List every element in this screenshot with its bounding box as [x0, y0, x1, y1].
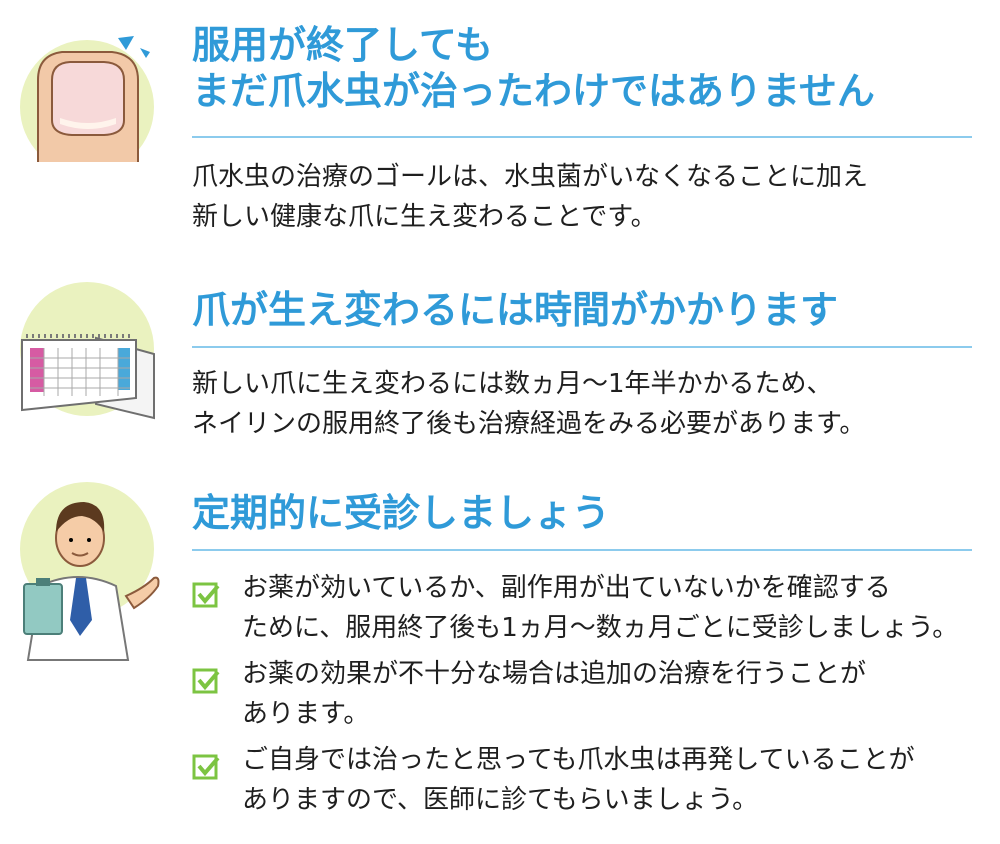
checklist-item: お薬が効いているか、副作用が出ていないかを確認する ために、服用終了後も1ヵ月〜… — [192, 568, 982, 652]
fingernail-icon — [20, 36, 155, 192]
checklist-item-line2: あります。 — [242, 699, 370, 729]
section2-body: 新しい爪に生え変わるには数ヵ月〜1年半かかるため、 ネイリンの服用終了後も治療経… — [192, 364, 865, 444]
section2-heading: 爪が生え変わるには時間がかかります — [192, 288, 839, 332]
checklist-item-line2: ありますので、医師に診てもらいましょう。 — [242, 785, 759, 815]
checkbox-icon — [192, 668, 220, 694]
checklist-item-line1: ご自身では治ったと思っても爪水虫は再発していることが — [242, 745, 915, 775]
section2-body-line1: 新しい爪に生え変わるには数ヵ月〜1年半かかるため、 — [192, 369, 833, 399]
checklist-item: ご自身では治ったと思っても爪水虫は再発していることが ありますので、医師に診ても… — [192, 740, 982, 824]
calendar-icon — [21, 334, 155, 420]
section-regrowth: 爪が生え変わるには時間がかかります 新しい爪に生え変わるには数ヵ月〜1年半かかる… — [0, 250, 1000, 460]
checklist-item-line2: ために、服用終了後も1ヵ月〜数ヵ月ごとに受診しましょう。 — [242, 613, 959, 643]
section1-heading: 服用が終了しても まだ爪水虫が治ったわけではありません — [192, 22, 875, 114]
checklist-item-line1: お薬の効果が不十分な場合は追加の治療を行うことが — [242, 659, 867, 689]
checkbox-icon — [192, 582, 220, 608]
checklist-item-text: お薬が効いているか、副作用が出ていないかを確認する ために、服用終了後も1ヵ月〜… — [242, 568, 958, 648]
checklist-item-text: お薬の効果が不十分な場合は追加の治療を行うことが あります。 — [242, 654, 866, 734]
section-regular-visits: 定期的に受診しましょう お薬が効いているか、副作用が出ていないかを確認する ため… — [0, 460, 1000, 844]
section1-body: 爪水虫の治療のゴールは、水虫菌がいなくなることに加え 新しい健康な爪に生え変わる… — [192, 157, 868, 237]
checklist-item-text: ご自身では治ったと思っても爪水虫は再発していることが ありますので、医師に診ても… — [242, 740, 915, 820]
section1-heading-rule — [192, 136, 972, 138]
section3-heading: 定期的に受診しましょう — [192, 491, 611, 535]
section1-heading-line2: まだ爪水虫が治ったわけではありません — [192, 69, 875, 113]
doctor-icon — [23, 502, 160, 661]
checklist-item-line1: お薬が効いているか、副作用が出ていないかを確認する — [242, 573, 891, 603]
section1-body-line1: 爪水虫の治療のゴールは、水虫菌がいなくなることに加え — [192, 162, 869, 192]
section2-body-line2: ネイリンの服用終了後も治療経過をみる必要があります。 — [192, 409, 866, 439]
checkbox-icon — [192, 754, 220, 780]
section2-heading-rule — [192, 346, 972, 348]
section1-body-line2: 新しい健康な爪に生え変わることです。 — [192, 202, 657, 232]
section-treatment-end: 服用が終了しても まだ爪水虫が治ったわけではありません 爪水虫の治療のゴールは、… — [0, 0, 1000, 250]
checklist-item: お薬の効果が不十分な場合は追加の治療を行うことが あります。 — [192, 654, 982, 738]
section3-heading-rule — [192, 549, 972, 551]
section1-heading-line1: 服用が終了しても — [192, 23, 493, 67]
